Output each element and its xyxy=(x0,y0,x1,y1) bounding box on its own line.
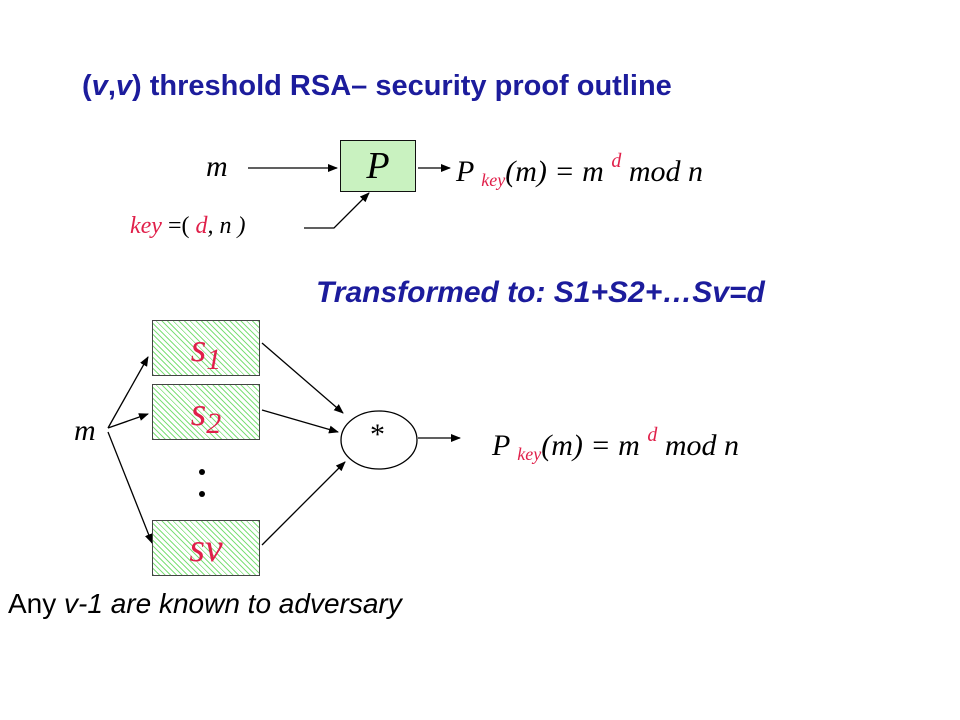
top-input-m: m xyxy=(206,150,228,183)
share-box-sv: sv xyxy=(152,520,260,576)
arrow-m-to-s2 xyxy=(107,413,149,429)
bottom-input-m: m xyxy=(74,414,96,447)
footer-note: Any v-1 are known to adversary xyxy=(8,588,402,619)
key-definition: key =( d, n ) xyxy=(130,213,246,239)
p-box: P xyxy=(340,140,416,192)
share-box-s2: s2 xyxy=(152,384,260,440)
arrow-s2-to-combiner xyxy=(261,409,339,434)
ellipsis-dot-1 xyxy=(199,469,205,475)
page-title: (v,v) threshold RSA– security proof outl… xyxy=(82,70,672,102)
arrow-key-to-p xyxy=(304,192,370,229)
arrow-m-to-sv xyxy=(107,431,153,544)
arrow-s1-to-combiner xyxy=(261,342,344,414)
bottom-output-formula: P key(m) = m d mod n xyxy=(492,424,739,464)
share-box-s1: s1 xyxy=(152,320,260,376)
arrow-m-to-s1 xyxy=(107,356,149,429)
combiner-circle xyxy=(340,410,418,470)
arrow-sv-to-combiner xyxy=(261,461,346,546)
transformed-heading: Transformed to: S1+S2+…Sv=d xyxy=(316,276,765,309)
top-output-formula: P key(m) = m d mod n xyxy=(456,150,703,190)
combiner-symbol: * xyxy=(370,418,385,451)
ellipsis-dot-2 xyxy=(199,491,205,497)
